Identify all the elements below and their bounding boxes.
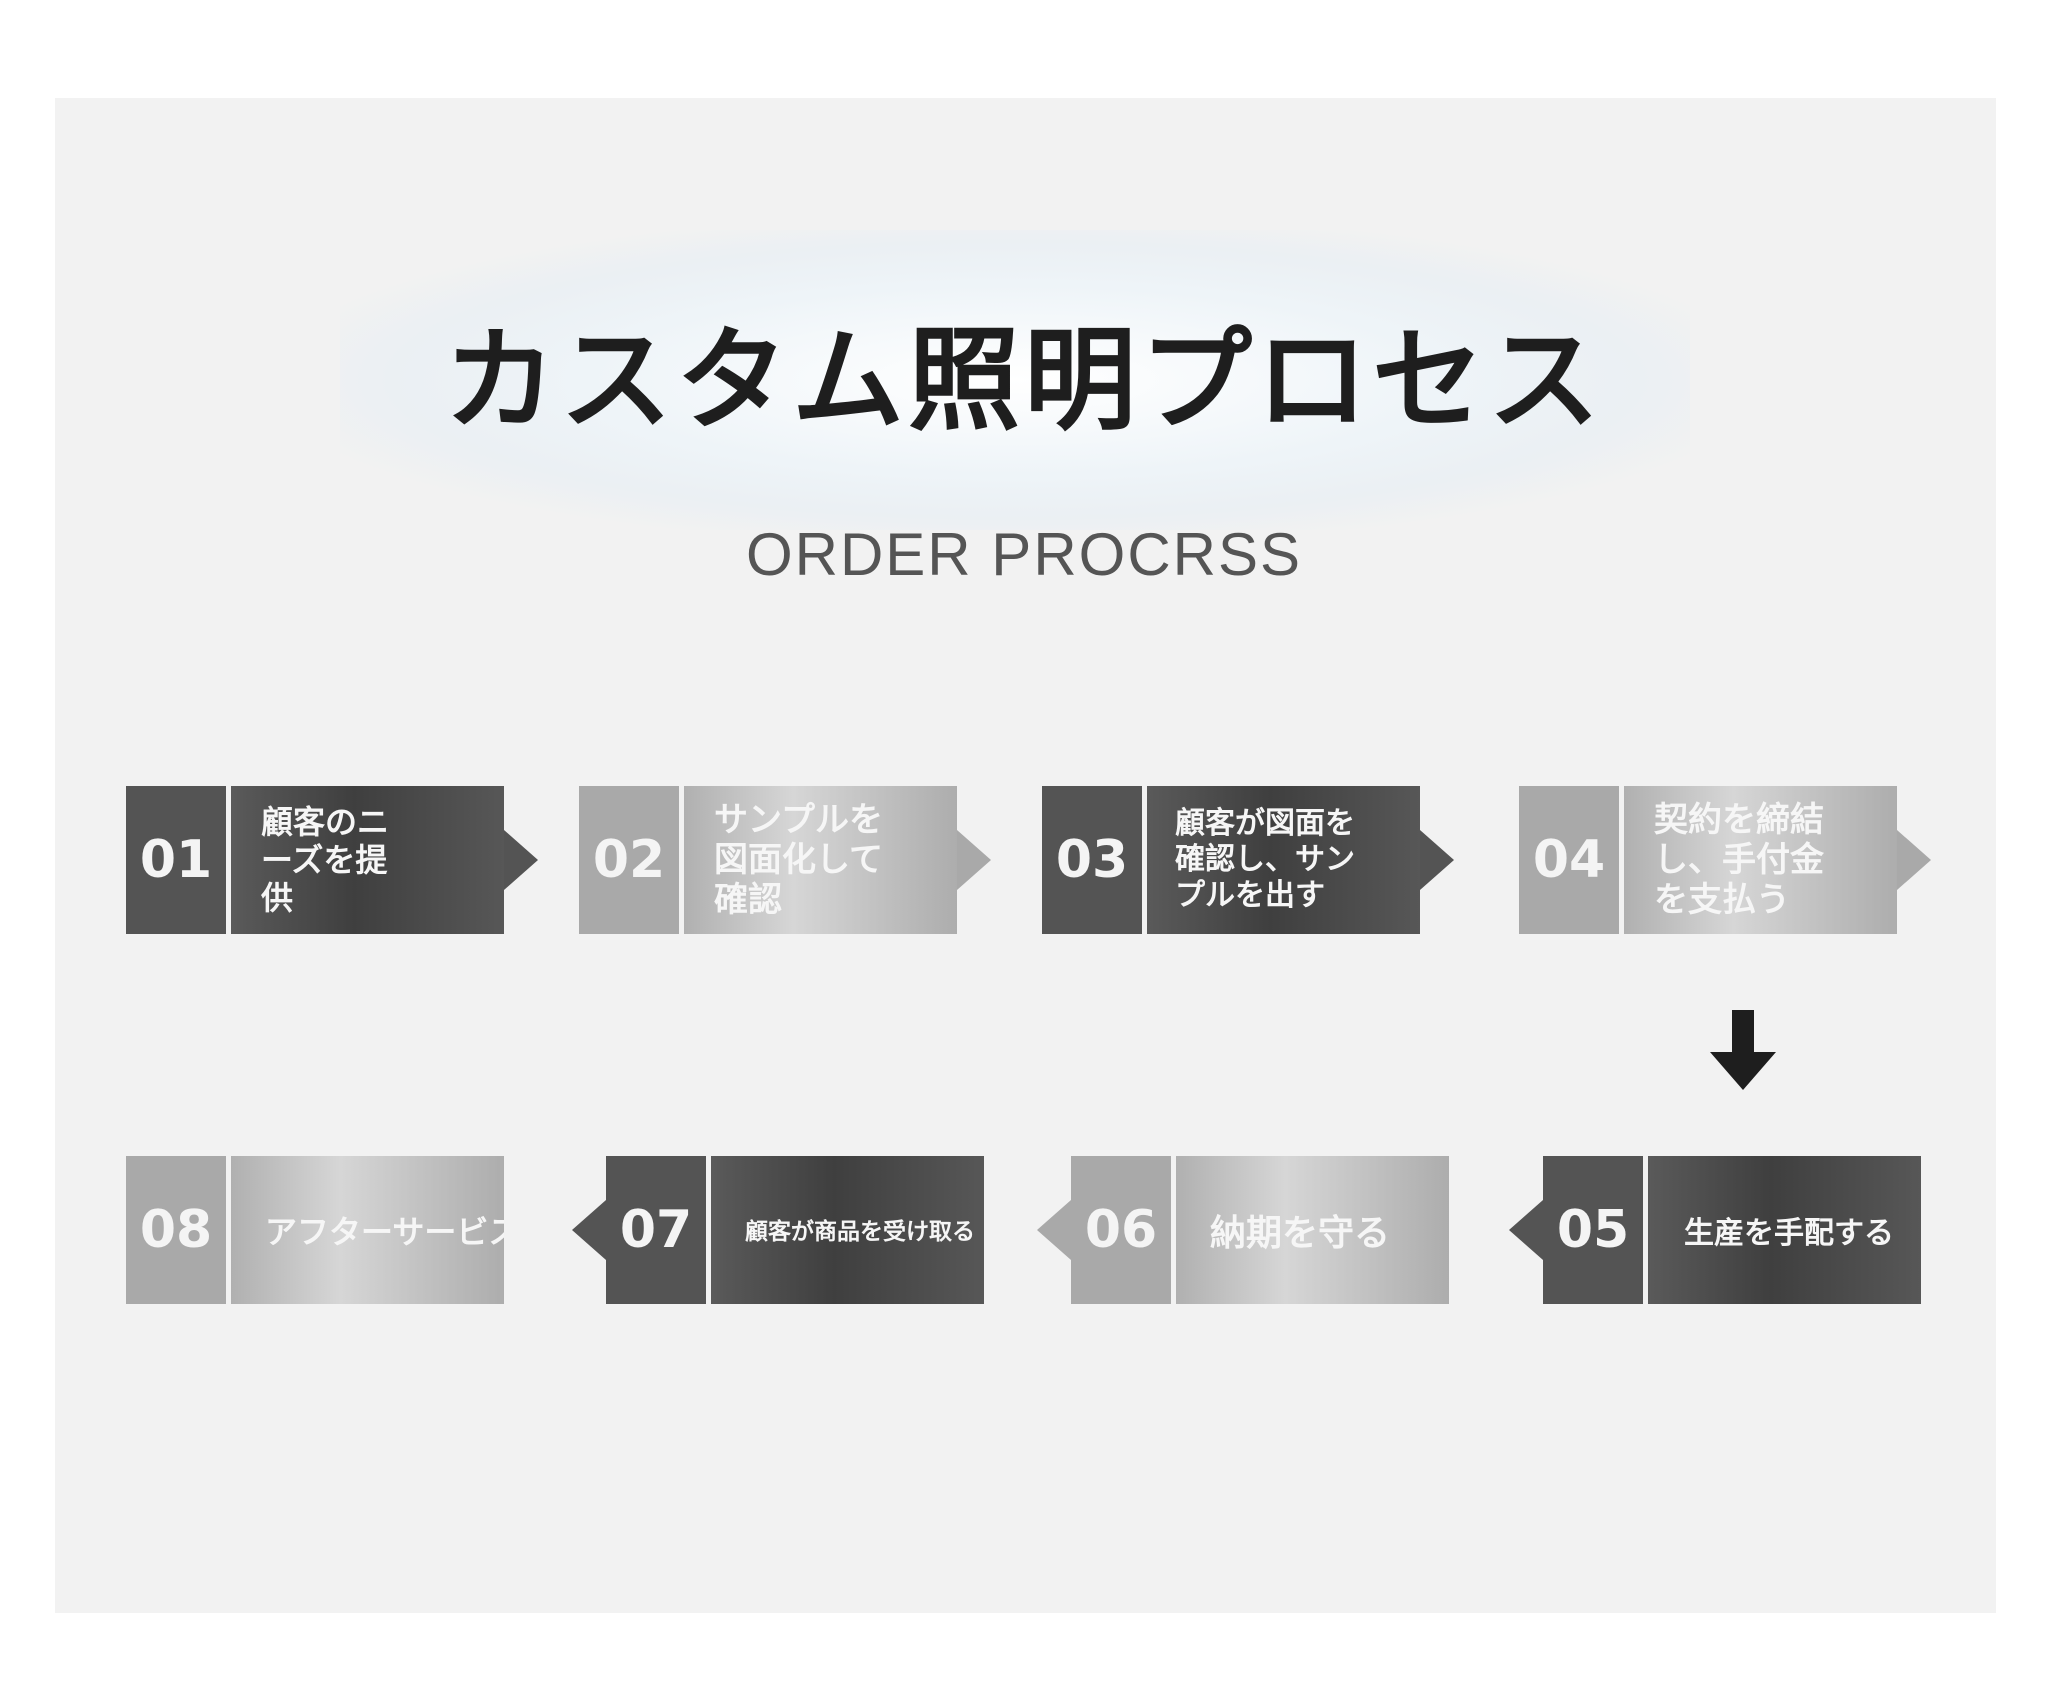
step-04: 04 契約を締結 し、手付金 を支払う <box>1519 786 1931 934</box>
chevron-right-icon <box>504 830 538 890</box>
step-number: 08 <box>126 1156 226 1304</box>
step-divider <box>1643 1156 1648 1304</box>
step-number: 03 <box>1042 786 1142 934</box>
step-number: 04 <box>1519 786 1619 934</box>
step-label-line: ーズを提 <box>261 841 388 879</box>
step-label: 顧客が図面を 確認し、サン プルを出す <box>1147 786 1420 934</box>
step-label: アフターサービス <box>231 1156 504 1304</box>
step-label: 納期を守る <box>1176 1156 1449 1304</box>
step-divider <box>706 1156 711 1304</box>
step-07: 07 顧客が商品を受け取る <box>572 1156 984 1304</box>
step-number: 05 <box>1543 1156 1643 1304</box>
step-02: 02 サンプルを 図面化して 確認 <box>579 786 991 934</box>
step-01: 01 顧客のニ ーズを提 供 <box>126 786 538 934</box>
down-arrow-icon <box>1710 1010 1776 1090</box>
step-label-line: プルを出す <box>1175 878 1325 913</box>
step-label: サンプルを 図面化して 確認 <box>684 786 957 934</box>
step-label-line: 確認し、サン <box>1175 842 1355 877</box>
step-divider <box>679 786 684 934</box>
page-title: カスタム照明プロセス <box>444 316 1604 446</box>
step-label-line: 供 <box>261 879 294 917</box>
step-06: 06 納期を守る <box>1037 1156 1449 1304</box>
step-label-line: 契約を締結 <box>1654 800 1824 840</box>
title-glow <box>340 230 1690 530</box>
step-divider <box>226 786 231 934</box>
step-label-line: 顧客が商品を受け取る <box>745 1219 975 1245</box>
step-number: 01 <box>126 786 226 934</box>
step-label-line: 生産を手配する <box>1684 1216 1894 1251</box>
step-label-line: サンプルを <box>714 800 883 840</box>
chevron-left-icon <box>572 1200 606 1260</box>
chevron-right-icon <box>957 830 991 890</box>
step-label-line: 顧客のニ <box>261 803 390 841</box>
step-label-line: し、手付金 <box>1654 840 1824 880</box>
step-number: 02 <box>579 786 679 934</box>
step-label-line: アフターサービス <box>265 1213 504 1251</box>
step-divider <box>1142 786 1147 934</box>
chevron-right-icon <box>1897 830 1931 890</box>
step-number: 06 <box>1071 1156 1171 1304</box>
step-divider <box>1619 786 1624 934</box>
step-05: 05 生産を手配する <box>1509 1156 1921 1304</box>
step-divider <box>1171 1156 1176 1304</box>
step-08: 08 アフターサービス <box>126 1156 504 1304</box>
chevron-left-icon <box>1509 1200 1543 1260</box>
step-label-line: 納期を守る <box>1210 1213 1391 1254</box>
step-label-line: を支払う <box>1654 880 1790 920</box>
step-label: 顧客が商品を受け取る <box>711 1156 984 1304</box>
page-subtitle: ORDER PROCRSS <box>745 521 1303 588</box>
step-label-line: 図面化して <box>714 840 883 880</box>
step-03: 03 顧客が図面を 確認し、サン プルを出す <box>1042 786 1454 934</box>
step-divider <box>226 1156 231 1304</box>
chevron-left-icon <box>1037 1200 1071 1260</box>
step-label-line: 顧客が図面を <box>1175 806 1355 841</box>
step-label: 契約を締結 し、手付金 を支払う <box>1624 786 1897 934</box>
step-label: 生産を手配する <box>1648 1156 1921 1304</box>
chevron-right-icon <box>1420 830 1454 890</box>
step-label: 顧客のニ ーズを提 供 <box>231 786 504 934</box>
step-label-line: 確認 <box>714 880 782 920</box>
step-number: 07 <box>606 1156 706 1304</box>
